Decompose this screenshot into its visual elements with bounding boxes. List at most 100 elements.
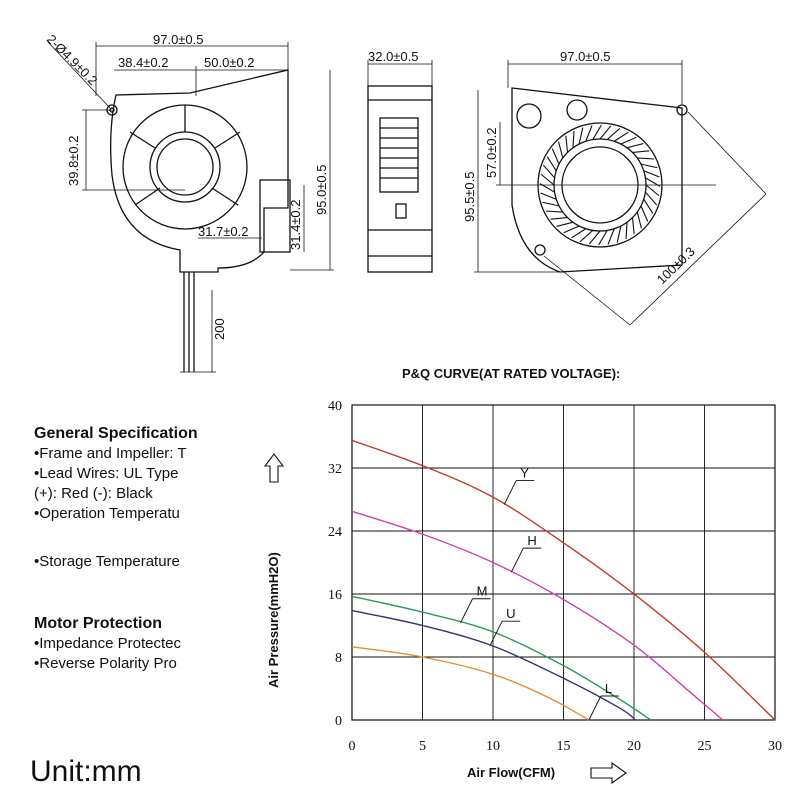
side-view-dimension-lines xyxy=(367,60,433,86)
impeller-blade xyxy=(613,131,629,142)
impeller-blade xyxy=(598,230,608,246)
impeller-blade xyxy=(545,210,563,213)
chart-x-tick-label: 20 xyxy=(627,739,641,754)
chart-y-axis-title: Air Pressure(mmH2O) xyxy=(266,552,281,688)
chart-x-tick-label: 15 xyxy=(557,739,571,754)
impeller-blade xyxy=(636,211,642,229)
front-width-left: 38.4±0.2 xyxy=(118,55,169,70)
chart-series-line-U xyxy=(351,609,636,721)
chart-label-leader xyxy=(460,598,473,623)
side-thickness: 32.0±0.5 xyxy=(368,49,419,64)
chart-label-leader xyxy=(503,480,517,505)
general-specification-block: General Specification •Frame and Impelle… xyxy=(34,424,230,674)
impeller-blade xyxy=(620,136,637,145)
chart-title: P&Q CURVE(AT RATED VOLTAGE): xyxy=(402,366,620,381)
impeller-blade xyxy=(542,164,555,179)
front-view xyxy=(106,69,291,372)
chart-series-lines xyxy=(351,439,776,721)
chart-y-tick-label: 16 xyxy=(328,588,342,603)
chart-label-leader xyxy=(489,620,503,646)
impeller-blade xyxy=(540,192,557,200)
rear-height-center: 57.0±0.2 xyxy=(484,127,499,178)
chart-series-label-M: M xyxy=(477,584,488,599)
impeller-blade xyxy=(563,225,580,234)
impeller-blade xyxy=(625,222,628,240)
impeller-blade xyxy=(606,127,621,140)
rear-width-total: 97.0±0.5 xyxy=(560,49,611,64)
impeller-blade xyxy=(565,135,569,153)
chart-series-label-U: U xyxy=(506,606,515,621)
impeller-blade xyxy=(640,205,649,222)
impeller-blade xyxy=(588,230,601,245)
spec-impedance-protection: •Impedance Protectec xyxy=(34,635,181,652)
front-hole-dimension: 2-Ø4.9±0.2 xyxy=(44,32,101,89)
chart-x-tick-label: 0 xyxy=(349,739,356,754)
chart-x-axis-title: Air Flow(CFM) xyxy=(467,765,555,780)
front-outlet-width: 31.7±0.2 xyxy=(198,224,249,239)
impeller-blade xyxy=(556,221,574,227)
chart-x-tick-label: 10 xyxy=(486,739,500,754)
front-width-right: 50.0±0.2 xyxy=(204,55,255,70)
impeller-blade xyxy=(572,130,575,148)
spec-storage-temperature: •Storage Temperature xyxy=(34,553,180,570)
chart-x-tick-label: 30 xyxy=(768,739,782,754)
impeller-blade xyxy=(578,127,584,145)
chart-series-line-L xyxy=(351,646,590,721)
spec-frame-impeller: •Frame and Impeller: T xyxy=(34,445,187,462)
impeller-blade xyxy=(626,143,644,149)
chart-x-tick-label: 5 xyxy=(419,739,426,754)
impeller-blade xyxy=(558,141,564,159)
chart-series-line-M xyxy=(351,595,652,721)
impeller-blade xyxy=(550,216,568,220)
chart-y-tick-label: 40 xyxy=(328,399,342,414)
impeller-blade xyxy=(540,173,555,186)
spec-operation-temperature: •Operation Temperatu xyxy=(34,505,180,522)
impeller-blade xyxy=(643,198,654,214)
chart-x-tick-label: 25 xyxy=(698,739,712,754)
general-specification-title: General Specification xyxy=(34,425,198,442)
impeller-blade xyxy=(546,156,557,172)
impeller-blade xyxy=(599,125,612,140)
impeller-blade xyxy=(616,225,622,243)
rear-height-total: 95.5±0.5 xyxy=(462,171,477,222)
chart-series-label-Y: Y xyxy=(520,465,529,480)
chart-series-line-H xyxy=(351,510,724,721)
chart-y-tick-label: 0 xyxy=(335,714,342,729)
chart-grid xyxy=(351,404,776,721)
impeller-blade xyxy=(551,148,560,165)
impeller-blade xyxy=(571,228,587,239)
impeller-blade xyxy=(640,163,658,169)
front-outlet-height: 31.4±0.2 xyxy=(288,199,303,250)
chart-series-line-Y xyxy=(351,439,776,721)
impeller-blade xyxy=(585,125,593,142)
impeller-blade xyxy=(579,230,594,243)
side-view xyxy=(367,85,433,273)
impeller-blade xyxy=(592,124,602,140)
impeller-blade xyxy=(607,228,615,245)
front-height-left: 39.8±0.2 xyxy=(66,135,81,186)
right-arrow-icon xyxy=(590,761,627,785)
rear-view-dimension-lines xyxy=(474,60,767,326)
chart-series-label-L: L xyxy=(605,681,612,696)
impeller-blade xyxy=(643,170,660,178)
spec-reverse-polarity: •Reverse Polarity Pro xyxy=(34,655,177,672)
impeller-blade xyxy=(542,201,560,207)
impeller-blade xyxy=(645,184,660,197)
chart-y-tick-label: 32 xyxy=(328,462,342,477)
impeller-blade xyxy=(631,217,635,235)
front-view-dimension-lines xyxy=(47,41,334,373)
chart-y-tick-label: 24 xyxy=(328,525,342,540)
impeller-blade xyxy=(632,150,650,154)
chart-label-leader xyxy=(588,695,602,721)
spec-lead-wires: •Lead Wires: UL Type xyxy=(34,465,179,482)
front-lead-length: 200 xyxy=(212,318,227,340)
up-arrow-icon xyxy=(263,453,285,483)
front-width-total: 97.0±0.5 xyxy=(153,32,204,47)
chart-series-label-H: H xyxy=(527,533,536,548)
impeller-blade xyxy=(637,157,655,160)
spec-polarity: (+): Red (-): Black xyxy=(34,485,153,502)
front-height-total: 95.0±0.5 xyxy=(314,164,329,215)
rear-impeller-blades xyxy=(539,124,661,246)
